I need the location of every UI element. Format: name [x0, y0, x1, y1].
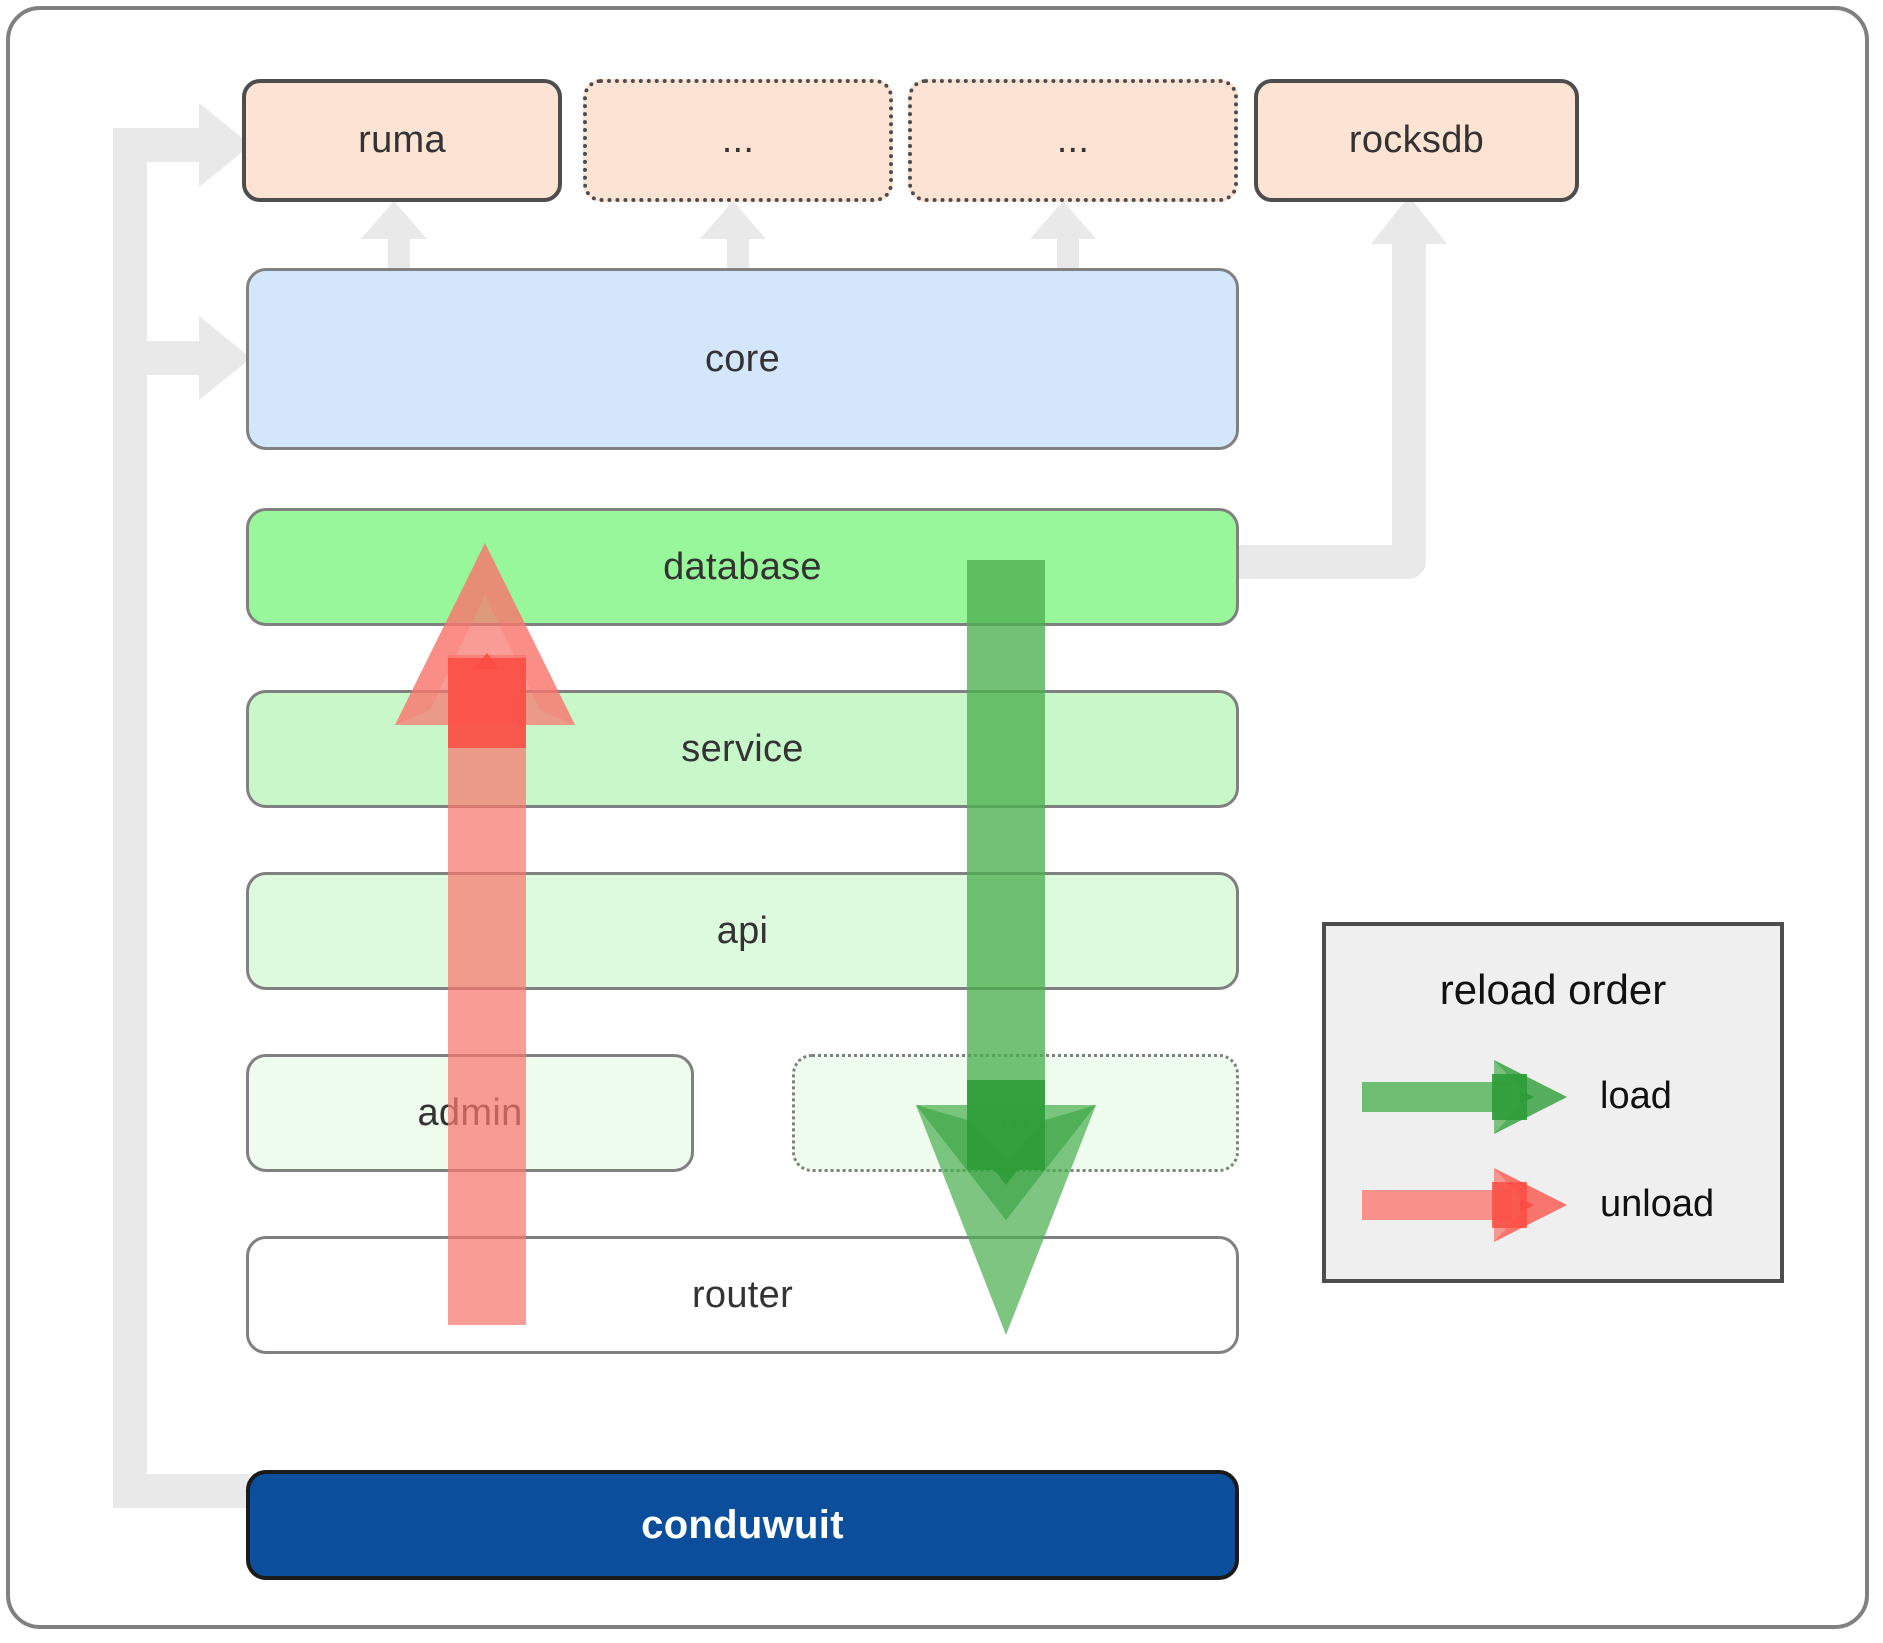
node-ruma[interactable]: ruma — [242, 79, 562, 202]
connector-core-to-dep2-stem — [727, 230, 749, 280]
node-rocksdb-label: rocksdb — [1348, 119, 1485, 161]
connector-left-to-conduwuit — [113, 1474, 249, 1508]
node-dependency-placeholder-2[interactable]: ... — [908, 79, 1238, 202]
node-router[interactable]: router — [246, 1236, 1239, 1354]
legend-label-load: load — [1600, 1074, 1672, 1117]
load-arrow-icon — [1362, 1056, 1574, 1136]
connector-left-vertical — [113, 128, 147, 1508]
node-dependency-placeholder-1-label: ... — [721, 119, 755, 161]
connector-arrowhead-core — [199, 316, 251, 400]
node-database-label: database — [663, 545, 822, 588]
node-conduwuit-label: conduwuit — [641, 1502, 844, 1547]
legend-row-unload: unload — [1362, 1164, 1762, 1244]
connector-arrowhead-rocksdb — [1371, 196, 1447, 244]
connector-core-to-dep3-stem — [1057, 230, 1079, 280]
node-service-label: service — [681, 727, 804, 770]
unload-arrow-icon — [1362, 1164, 1574, 1244]
connector-arrowhead-ruma-stem — [361, 201, 427, 239]
connector-arrowhead-dep3-stem — [1030, 201, 1096, 239]
legend-label-unload: unload — [1600, 1182, 1715, 1225]
legend-row-load: load — [1362, 1056, 1762, 1136]
legend-reload-order: reload order load — [1322, 922, 1784, 1283]
load-arrow — [905, 560, 1115, 1345]
unload-arrow — [380, 535, 590, 1325]
connector-arrowhead-dep2-stem — [700, 201, 766, 239]
node-ruma-label: ruma — [358, 119, 446, 161]
node-conduwuit[interactable]: conduwuit — [246, 1470, 1239, 1580]
node-rocksdb[interactable]: rocksdb — [1254, 79, 1579, 202]
node-api[interactable]: api — [246, 872, 1239, 990]
node-database[interactable]: database — [246, 508, 1239, 626]
node-core-label: core — [704, 337, 781, 380]
node-api-label: api — [716, 909, 769, 952]
legend-title: reload order — [1439, 966, 1667, 1013]
connector-core-to-ruma-stem — [388, 230, 410, 280]
node-core[interactable]: core — [246, 268, 1239, 450]
node-dependency-placeholder-2-label: ... — [1056, 119, 1090, 161]
connector-right-vertical — [1392, 235, 1426, 555]
node-dependency-placeholder-1[interactable]: ... — [583, 79, 893, 202]
node-router-label: router — [691, 1273, 794, 1316]
